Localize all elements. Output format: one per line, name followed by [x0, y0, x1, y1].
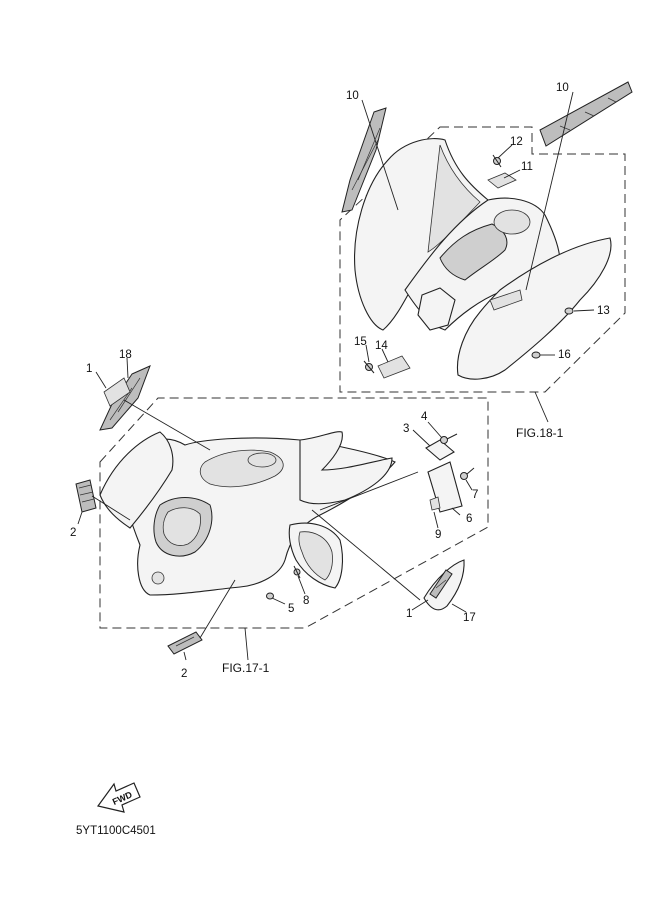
bracket-3: [425, 439, 455, 461]
fig-17-1-label: FIG.17-1: [222, 661, 270, 675]
decal-11: [487, 172, 517, 189]
decal-17: [423, 559, 465, 611]
decal-14: [377, 355, 411, 379]
front-fender-group: [75, 357, 489, 661]
decal-10-right: [539, 81, 633, 147]
callout-3: 3: [403, 423, 409, 435]
rear-fender-recess: [493, 209, 531, 235]
callout-6: 6: [466, 513, 472, 525]
rear-fender-bracket: [417, 287, 456, 331]
bolt-15: [363, 360, 375, 374]
bolt-12: [492, 154, 502, 168]
rear-fender-right-shade: [489, 289, 523, 311]
grommet-13: [564, 307, 574, 315]
callout-16: 16: [558, 349, 571, 361]
callout-11: 11: [521, 161, 533, 173]
fwd-arrow-icon: FWD: [96, 782, 141, 813]
callout-8: 8: [303, 595, 309, 607]
front-fender-lamp: [151, 571, 165, 585]
callout-labels: 10 10 12 11 13 16 15 14 1 18 2 2 4 3 7 6…: [70, 82, 610, 680]
callout-18: 18: [119, 349, 132, 361]
callout-2-bottom: 2: [181, 668, 187, 680]
decal-1-upper: [103, 377, 131, 407]
front-fender-flap-inner: [298, 531, 333, 581]
callout-2-left: 2: [70, 527, 76, 539]
callout-17: 17: [463, 612, 476, 624]
label-9: [429, 496, 441, 511]
decal-10-left: [341, 107, 387, 213]
decal-2-left: [75, 479, 97, 513]
callout-9: 9: [435, 529, 441, 541]
callout-10-left: 10: [346, 90, 359, 102]
rear-fender-tub-inner: [439, 223, 508, 281]
bolt-7: [460, 467, 475, 480]
front-fender-left-wing: [99, 431, 174, 529]
diagram-code: 5YT1100C4501: [76, 825, 156, 837]
callout-7: 7: [472, 489, 478, 501]
front-fender-side-extension: [299, 431, 393, 505]
grommet-5: [266, 592, 274, 600]
callout-15: 15: [354, 336, 367, 348]
fig-18-1-label: FIG.18-1: [516, 426, 564, 440]
bolt-4: [440, 433, 458, 444]
grommet-16: [531, 351, 541, 359]
callout-5: 5: [288, 603, 294, 615]
rear-fender-group: [339, 81, 633, 423]
callout-4: 4: [421, 411, 428, 423]
callout-12: 12: [510, 136, 523, 148]
callout-13: 13: [597, 305, 610, 317]
front-fender-group-boundary: [99, 397, 489, 629]
front-fender-grille-inner: [162, 507, 201, 546]
bolt-8: [293, 565, 301, 579]
callout-14: 14: [375, 340, 388, 352]
rear-fender-group-boundary: [339, 126, 626, 393]
callout-10-right: 10: [556, 82, 569, 94]
decal-2-bottom: [167, 631, 203, 655]
callout-1-upper: 1: [86, 363, 92, 375]
front-fender-cap: [247, 452, 277, 468]
callout-1-lower: 1: [406, 608, 412, 620]
rear-fender-right-panel: [456, 237, 612, 380]
